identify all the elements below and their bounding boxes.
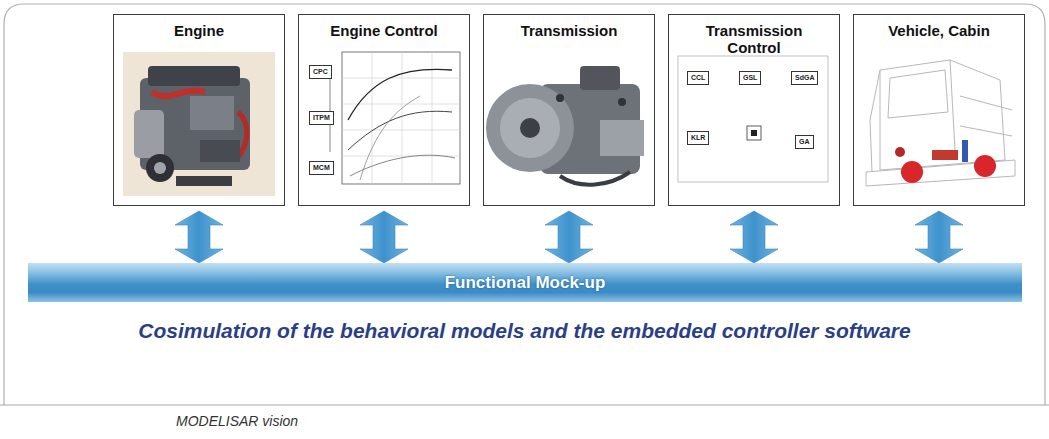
double-block-arrow — [175, 211, 223, 263]
component-box: Transmission — [483, 14, 655, 206]
transmission-part — [600, 120, 644, 156]
cabin-outline — [870, 70, 880, 172]
block-box: MCM — [309, 161, 334, 175]
engine-part — [134, 110, 164, 158]
grid-line — [342, 78, 460, 79]
engine-pipe — [152, 91, 205, 96]
double-block-arrow — [730, 211, 778, 263]
transmission-part — [580, 66, 620, 90]
cabin-outline — [950, 60, 955, 150]
transmission-bolt — [556, 94, 564, 102]
block-box: GA — [795, 135, 814, 149]
block-box: CCL — [687, 71, 709, 85]
block-box: ITPM — [309, 111, 334, 125]
block-label: KLR — [691, 134, 705, 142]
transmission-picture — [486, 66, 644, 185]
vehicle-wheel — [974, 155, 996, 177]
chart-frame — [342, 52, 460, 184]
caption-rule — [0, 404, 1049, 405]
vehicle-part — [962, 140, 968, 162]
component-box: Transmission ControlCCL GSL SdGA KLR GA — [668, 14, 840, 206]
engine-backdrop — [123, 52, 275, 196]
block-label: GSL — [743, 74, 757, 82]
control-block-symbol — [751, 130, 757, 136]
transmission-shaft — [520, 118, 540, 138]
frame-outline — [960, 96, 1012, 136]
double-block-arrow — [360, 211, 408, 263]
chart-curve — [350, 155, 455, 176]
grid-line — [372, 52, 373, 184]
engine-pulley — [154, 162, 166, 174]
box-title: Transmission — [506, 22, 632, 39]
engine-part — [200, 140, 240, 162]
component-box: Engine — [113, 14, 285, 206]
grid-line — [402, 52, 403, 184]
engine-picture — [123, 52, 275, 196]
grid-line — [342, 130, 460, 131]
block-label: MCM — [313, 164, 330, 172]
control-block-symbol — [747, 126, 761, 140]
block-box: CPC — [309, 65, 332, 79]
transmission-bell — [486, 84, 574, 172]
wire — [330, 68, 331, 152]
chart-curve — [360, 96, 420, 180]
double-block-arrow — [545, 211, 593, 263]
grid-line — [342, 104, 460, 105]
block-label: CPC — [313, 68, 328, 76]
block-box: SdGA — [791, 71, 818, 85]
vehicle-part — [895, 147, 905, 157]
block-box: GSL — [739, 71, 761, 85]
band-label: Functional Mock-up — [445, 273, 606, 293]
engine-part — [176, 176, 232, 186]
engine-part — [190, 96, 234, 130]
box-title: Transmission Control — [691, 22, 817, 56]
transmission-bell — [500, 98, 560, 158]
box-title: Engine — [136, 22, 262, 39]
block-label: CCL — [691, 74, 705, 82]
engine-head — [148, 66, 240, 86]
vehicle-wheel — [901, 161, 923, 183]
component-box: Vehicle, Cabin — [853, 14, 1025, 206]
engine-pulley — [146, 154, 174, 182]
vehicle-part — [932, 150, 958, 160]
transmission-bolt — [618, 98, 626, 106]
chart-curve — [348, 69, 452, 120]
control-frame — [678, 56, 828, 182]
engine-map-chart — [330, 52, 460, 184]
grid-line — [432, 52, 433, 184]
subtitle-note: Cosimulation of the behavioral models an… — [0, 319, 1049, 343]
box-title: Vehicle, Cabin — [876, 22, 1002, 39]
outer-frame — [4, 4, 1045, 405]
mockup-band: Functional Mock-up — [28, 263, 1022, 302]
vehicle-picture — [866, 60, 1015, 186]
box-title: Engine Control — [321, 22, 447, 39]
block-label: GA — [799, 138, 810, 146]
block-label: ITPM — [313, 114, 330, 122]
double-block-arrow — [915, 211, 963, 263]
transmission-pipe — [560, 172, 630, 185]
block-label: SdGA — [795, 74, 814, 82]
component-box: Engine ControlCPC ITPM MCM — [298, 14, 470, 206]
window-outline — [888, 70, 948, 118]
figure-caption: MODELISAR vision — [176, 413, 298, 429]
cabin-outline — [880, 60, 1005, 170]
chart-curve — [348, 111, 452, 150]
block-box: KLR — [687, 131, 709, 145]
